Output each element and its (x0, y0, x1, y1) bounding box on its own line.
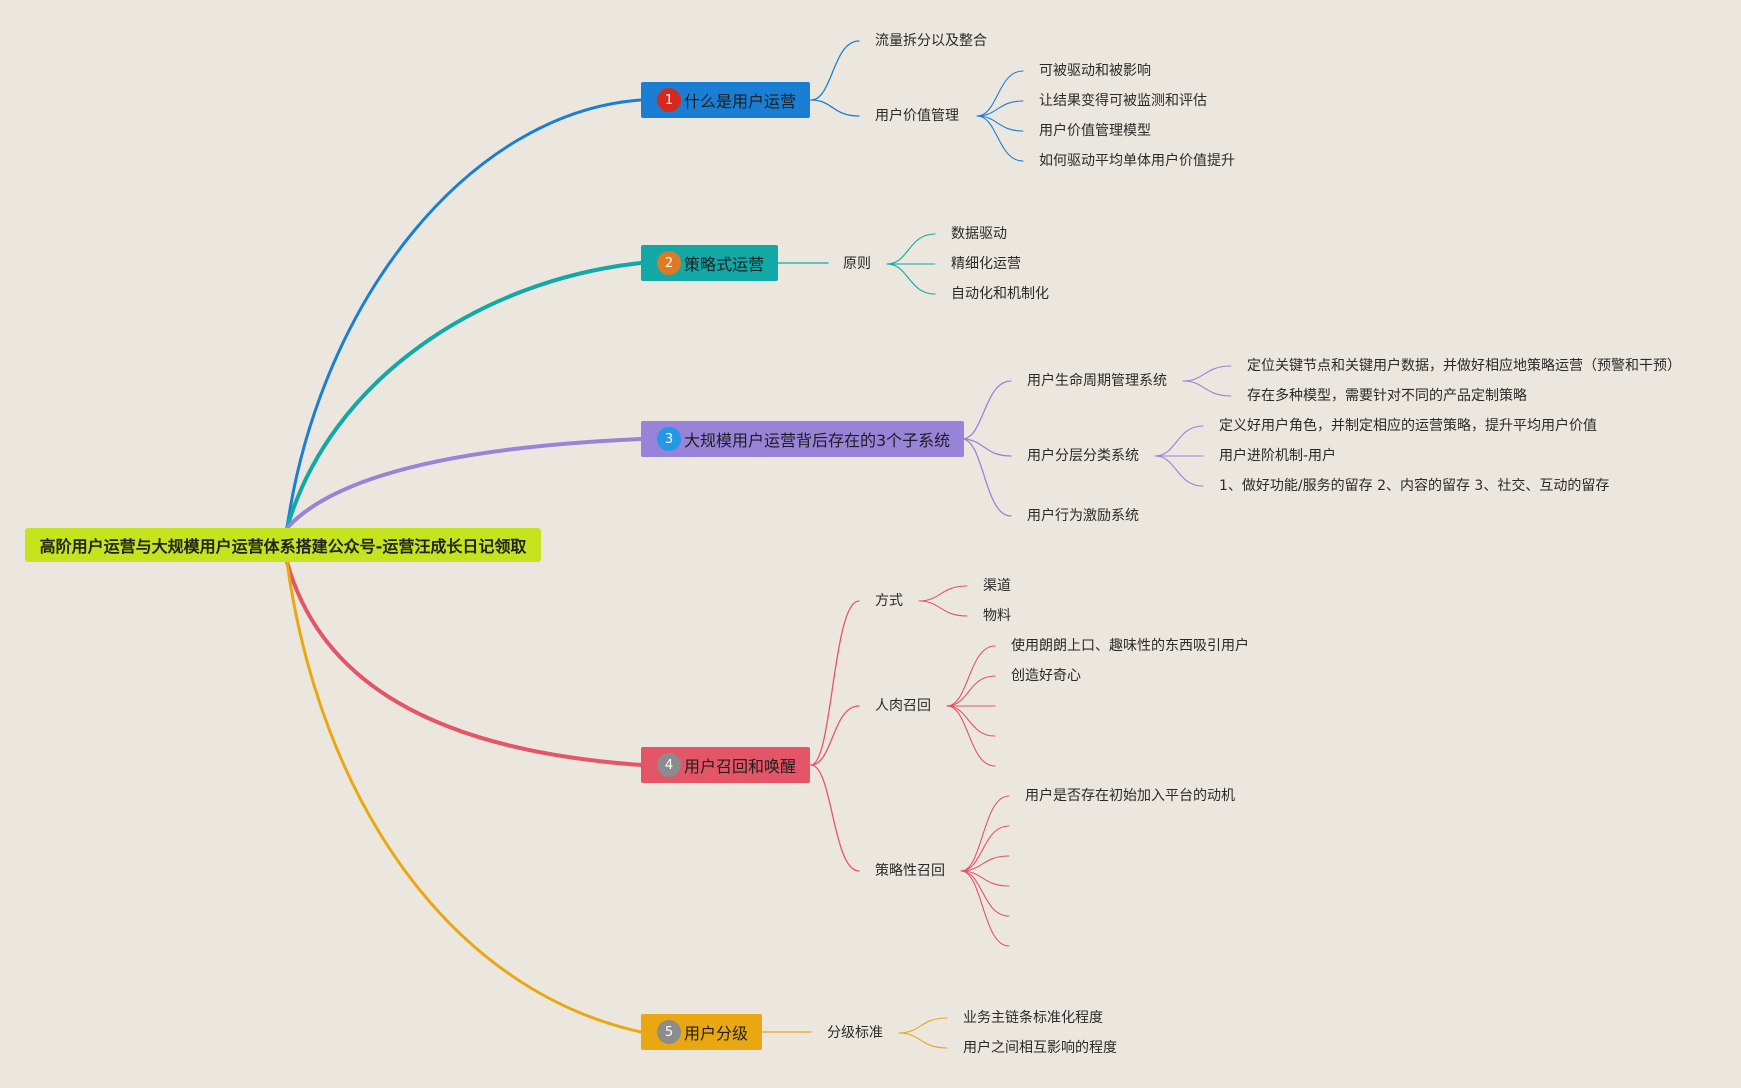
sub-connector (810, 705, 860, 766)
branch-4[interactable]: 4 用户召回和唤醒 (641, 747, 811, 783)
subtopic[interactable]: 用户分层分类系统 (1027, 448, 1139, 464)
leaf-topic[interactable]: 业务主链条标准化程度 (963, 1010, 1103, 1026)
subtopic[interactable]: 人肉召回 (875, 698, 931, 714)
branch-3[interactable]: 3 大规模用户运营背后存在的3个子系统 (641, 421, 965, 457)
leaf-connector (960, 855, 1010, 872)
leaf-topic[interactable]: 使用朗朗上口、趣味性的东西吸引用户 (1011, 638, 1249, 654)
leaf-connector (886, 263, 936, 295)
branch-connector (285, 560, 643, 767)
number-badge: 3 (657, 427, 681, 451)
leaf-topic[interactable]: 定位关键节点和关键用户数据，并做好相应地策略运营（预警和干预） (1247, 358, 1681, 374)
number-badge: 2 (657, 251, 681, 275)
leaf-connector (886, 233, 936, 265)
subtopic[interactable]: 用户价值管理 (875, 108, 959, 124)
leaf-connector (898, 1032, 948, 1049)
subtopic[interactable]: 方式 (875, 593, 903, 609)
leaf-connector (960, 825, 1010, 872)
leaf-topic[interactable]: 数据驱动 (951, 226, 1007, 242)
sub-connector (810, 40, 860, 101)
leaf-topic[interactable]: 精细化运营 (951, 256, 1021, 272)
branch-5[interactable]: 5 用户分级 (641, 1014, 763, 1050)
leaf-topic[interactable]: 用户价值管理模型 (1039, 123, 1151, 139)
sub-connector (810, 764, 860, 872)
branch-connector (285, 261, 643, 530)
leaf-topic[interactable]: 自动化和机制化 (951, 286, 1049, 302)
leaf-connector (946, 705, 996, 737)
sub-connector (810, 99, 860, 117)
leaf-connector (976, 115, 1024, 162)
branch-title: 大规模用户运营背后存在的3个子系统 (684, 431, 951, 450)
branch-connector (285, 437, 643, 530)
leaf-connector (946, 705, 996, 767)
leaf-topic[interactable]: 用户是否存在初始加入平台的动机 (1025, 788, 1235, 804)
leaf-connector (1182, 365, 1232, 382)
subtopic[interactable]: 分级标准 (827, 1025, 883, 1041)
branch-connector (285, 98, 643, 530)
subtopic[interactable]: 流量拆分以及整合 (875, 33, 987, 49)
leaf-connector (918, 600, 968, 617)
leaf-connector (976, 100, 1024, 117)
branch-2[interactable]: 2 策略式运营 (641, 245, 779, 281)
leaf-connector (976, 70, 1024, 117)
leaf-connector (946, 675, 996, 707)
leaf-topic[interactable]: 让结果变得可被监测和评估 (1039, 93, 1207, 109)
number-badge: 4 (657, 753, 681, 777)
leaf-connector (960, 870, 1010, 947)
subtopic[interactable]: 策略性召回 (875, 863, 945, 879)
subtopic[interactable]: 用户行为激励系统 (1027, 508, 1139, 524)
sub-connector (810, 600, 860, 766)
leaf-topic[interactable]: 创造好奇心 (1011, 668, 1081, 684)
sub-connector (961, 380, 1012, 440)
leaf-topic[interactable]: 如何驱动平均单体用户价值提升 (1039, 153, 1235, 169)
leaf-topic[interactable]: 存在多种模型，需要针对不同的产品定制策略 (1247, 388, 1527, 404)
leaf-connector (898, 1017, 948, 1034)
branch-connector (285, 560, 643, 1034)
leaf-connector (960, 870, 1010, 917)
leaf-topic[interactable]: 定义好用户角色，并制定相应的运营策略，提升平均用户价值 (1219, 418, 1597, 434)
leaf-connector (918, 585, 968, 602)
branch-title: 用户分级 (684, 1024, 749, 1043)
number-badge: 5 (657, 1020, 681, 1044)
leaf-topic[interactable]: 用户进阶机制-用户 (1219, 448, 1337, 464)
sub-connector (961, 438, 1012, 457)
leaf-connector (1154, 425, 1204, 457)
subtopic[interactable]: 用户生命周期管理系统 (1027, 373, 1167, 389)
leaf-topic[interactable]: 可被驱动和被影响 (1039, 63, 1151, 79)
branch-1[interactable]: 1 什么是用户运营 (641, 82, 811, 118)
leaf-topic[interactable]: 物料 (983, 608, 1011, 624)
branch-title: 用户召回和唤醒 (684, 757, 797, 776)
number-badge: 1 (657, 88, 681, 112)
leaf-topic[interactable]: 渠道 (983, 578, 1011, 594)
leaf-connector (1154, 455, 1204, 487)
root-topic[interactable]: 高阶用户运营与大规模用户运营体系搭建公众号-运营汪成长日记领取 (25, 528, 541, 562)
leaf-topic[interactable]: 1、做好功能/服务的留存 2、内容的留存 3、社交、互动的留存 (1219, 478, 1610, 494)
branch-title: 策略式运营 (684, 255, 765, 274)
sub-connector (961, 438, 1012, 517)
subtopic[interactable]: 原则 (843, 256, 871, 272)
leaf-connector (1182, 380, 1232, 397)
leaf-connector (946, 645, 996, 707)
leaf-connector (960, 795, 1010, 872)
branch-title: 什么是用户运营 (684, 92, 797, 111)
leaf-topic[interactable]: 用户之间相互影响的程度 (963, 1040, 1117, 1056)
